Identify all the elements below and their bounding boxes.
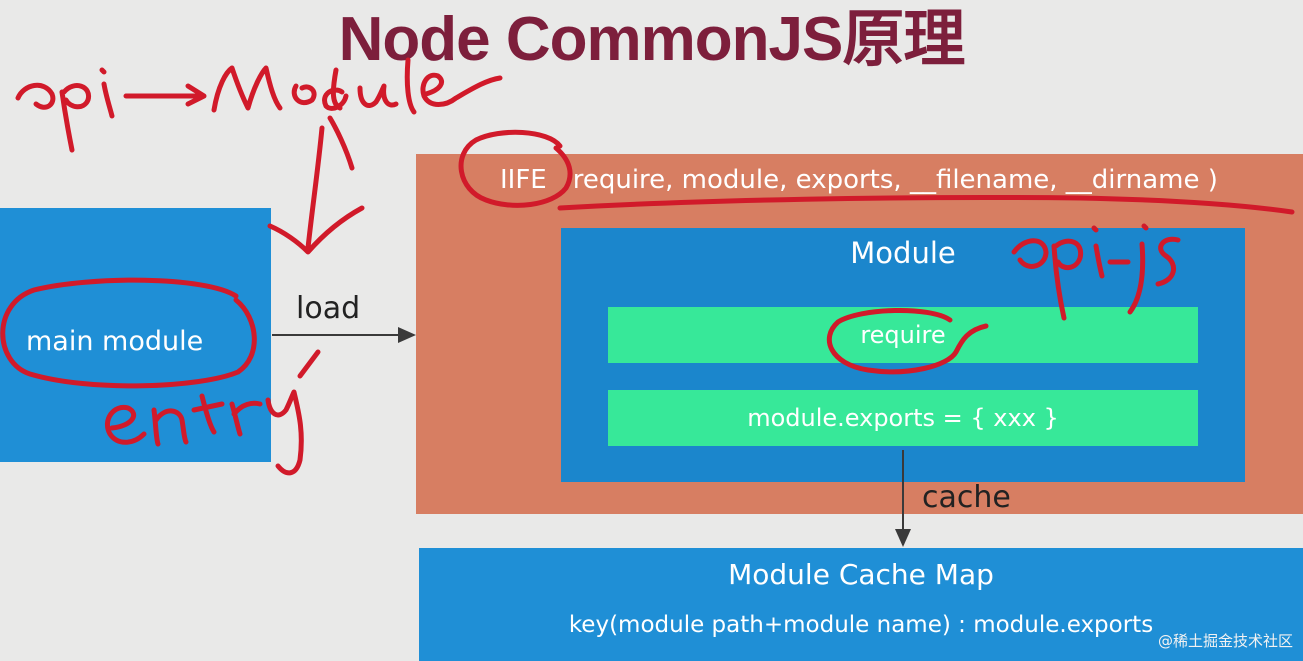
handwritten-down-arrow xyxy=(267,115,365,255)
cache-label: cache xyxy=(922,480,1011,515)
require-box: require xyxy=(608,307,1198,363)
module-cache-map-box xyxy=(419,548,1303,661)
main-module-box: main module xyxy=(0,208,271,462)
handwritten-api-js-annotation xyxy=(1011,223,1181,321)
module-title: Module xyxy=(850,236,956,270)
module-cache-map-title: Module Cache Map xyxy=(728,558,994,591)
main-module-label: main module xyxy=(26,326,204,357)
handwritten-main-module-circle xyxy=(0,277,257,389)
iife-params: require, module, exports, __filename, __… xyxy=(572,165,1218,195)
handwritten-require-circle xyxy=(826,307,989,375)
module-cache-map-subtitle: key(module path+module name) : module.ex… xyxy=(568,612,1154,638)
handwritten-api-module-annotation xyxy=(15,57,503,153)
load-label: load xyxy=(296,291,361,326)
watermark: @稀土掘金技术社区 xyxy=(1157,632,1293,650)
iife-signature: IIFE require, module, exports, __filename… xyxy=(500,165,1218,195)
module-exports-box: module.exports = { xxx } xyxy=(608,390,1198,446)
handwritten-entry-annotation xyxy=(104,349,321,476)
page-title: Node CommonJS原理 xyxy=(338,5,966,74)
handwritten-params-underline xyxy=(557,194,1295,215)
iife-keyword: IIFE xyxy=(500,165,547,195)
handwritten-iife-circle xyxy=(458,129,573,208)
